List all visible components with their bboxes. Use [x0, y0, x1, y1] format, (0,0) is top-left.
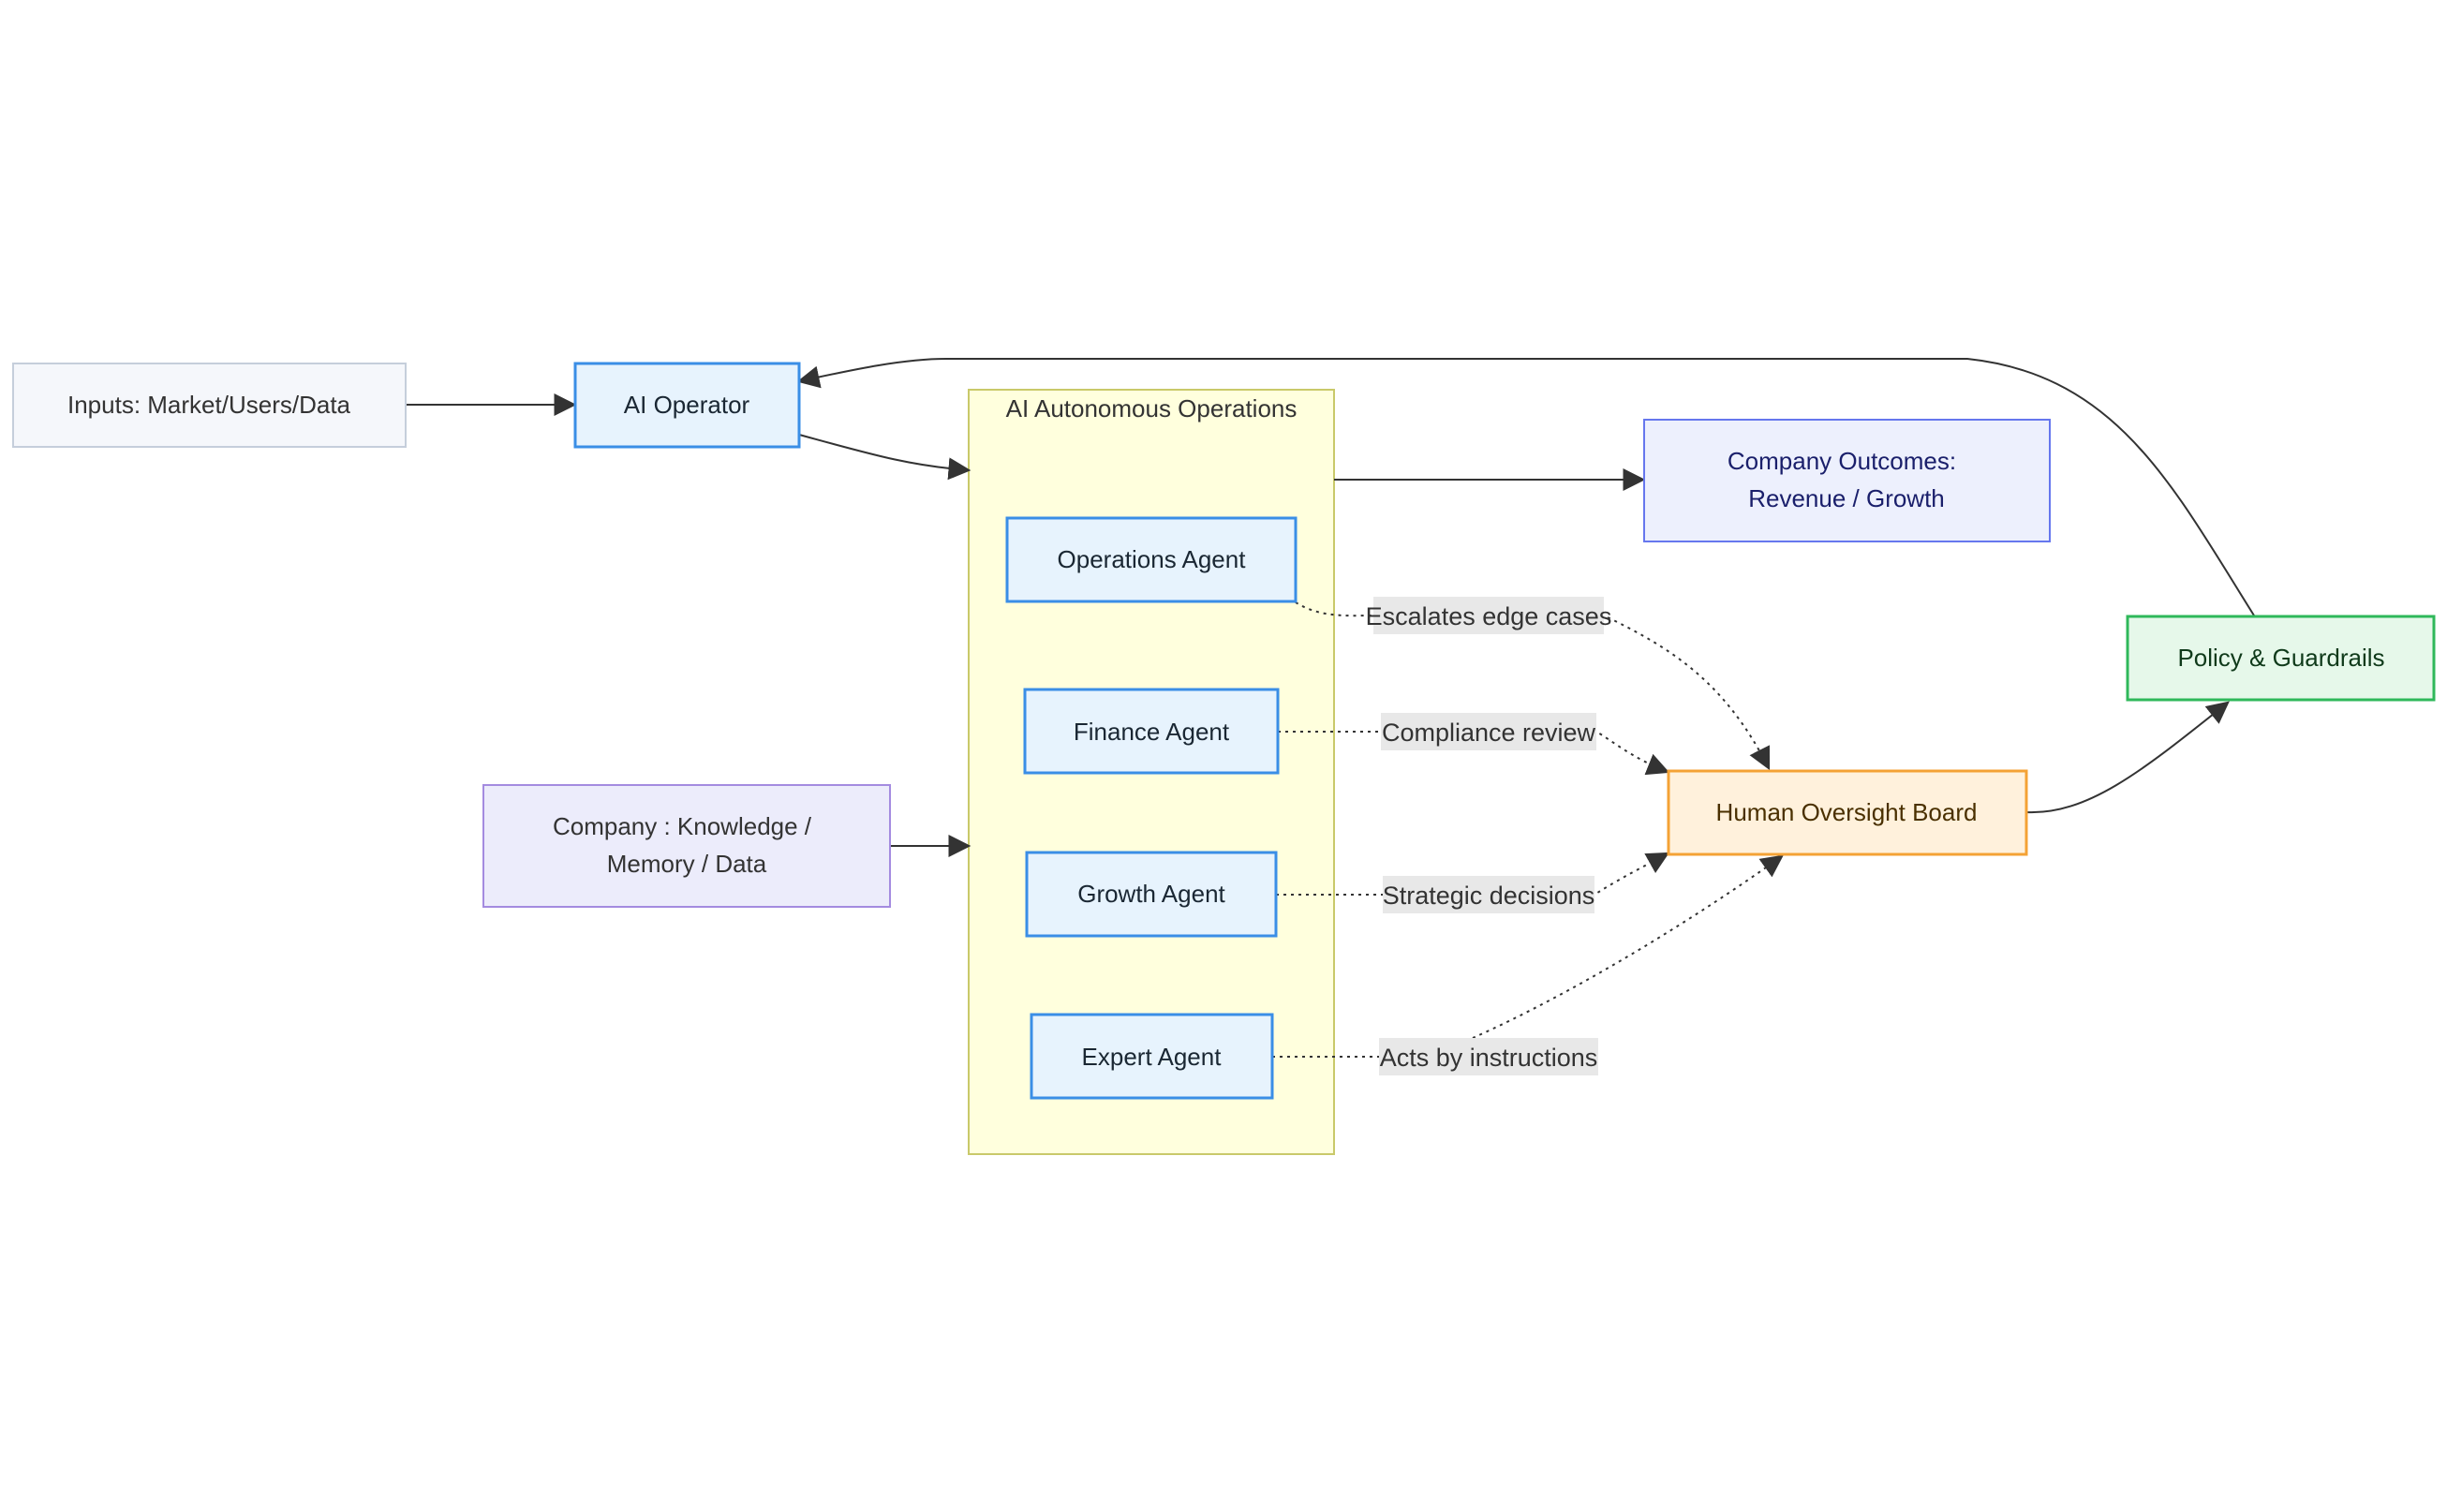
edge-growth-strategic: [1276, 852, 1670, 896]
node-ai-operator-label: AI Operator: [624, 391, 750, 419]
edge-label-acts: Acts by instructions: [1379, 1038, 1598, 1075]
edge-label-compliance: Compliance review: [1381, 713, 1596, 750]
node-company-outcomes-line2: Revenue / Growth: [1748, 484, 1945, 512]
node-operations-agent[interactable]: Operations Agent: [1005, 516, 1298, 603]
edge-label-strategic: Strategic decisions: [1383, 876, 1595, 913]
edge-label-compliance-text: Compliance review: [1382, 719, 1596, 747]
node-human-oversight-label: Human Oversight Board: [1716, 798, 1978, 826]
node-company-knowledge-line1: Company : Knowledge /: [553, 812, 812, 840]
edge-label-acts-text: Acts by instructions: [1380, 1044, 1598, 1072]
node-growth-agent[interactable]: Growth Agent: [1025, 851, 1278, 938]
node-policy-guardrails[interactable]: Policy & Guardrails: [2126, 615, 2436, 702]
subgraph-title: AI Autonomous Operations: [1006, 394, 1298, 422]
edge-ai-operator-to-subgraph: [798, 434, 971, 481]
node-growth-agent-label: Growth Agent: [1077, 880, 1225, 908]
node-company-outcomes[interactable]: Company Outcomes: Revenue / Growth: [1643, 419, 2051, 542]
node-operations-agent-label: Operations Agent: [1058, 545, 1247, 573]
node-human-oversight-board[interactable]: Human Oversight Board: [1667, 769, 2028, 856]
node-inputs-label: Inputs: Market/Users/Data: [67, 391, 351, 419]
edge-operations-escalates: [1295, 601, 1771, 771]
edge-policy-to-ai-operator: [796, 358, 2255, 616]
edge-label-escalates-text: Escalates edge cases: [1366, 602, 1612, 630]
node-finance-agent-label: Finance Agent: [1074, 718, 1230, 746]
node-expert-agent[interactable]: Expert Agent: [1030, 1013, 1274, 1100]
node-company-knowledge-line2: Memory / Data: [607, 850, 767, 878]
node-ai-operator[interactable]: AI Operator: [573, 362, 801, 449]
node-expert-agent-label: Expert Agent: [1082, 1043, 1223, 1071]
node-company-outcomes-line1: Company Outcomes:: [1728, 447, 1956, 475]
edge-label-strategic-text: Strategic decisions: [1383, 882, 1595, 910]
node-finance-agent[interactable]: Finance Agent: [1023, 688, 1280, 775]
edge-expert-acts: [1272, 854, 1784, 1058]
node-inputs[interactable]: Inputs: Market/Users/Data: [12, 363, 407, 448]
node-policy-guardrails-label: Policy & Guardrails: [2177, 644, 2384, 672]
node-company-knowledge[interactable]: Company : Knowledge / Memory / Data: [482, 784, 891, 908]
edge-label-escalates: Escalates edge cases: [1366, 597, 1612, 634]
edge-human-oversight-to-policy: [2025, 701, 2230, 814]
